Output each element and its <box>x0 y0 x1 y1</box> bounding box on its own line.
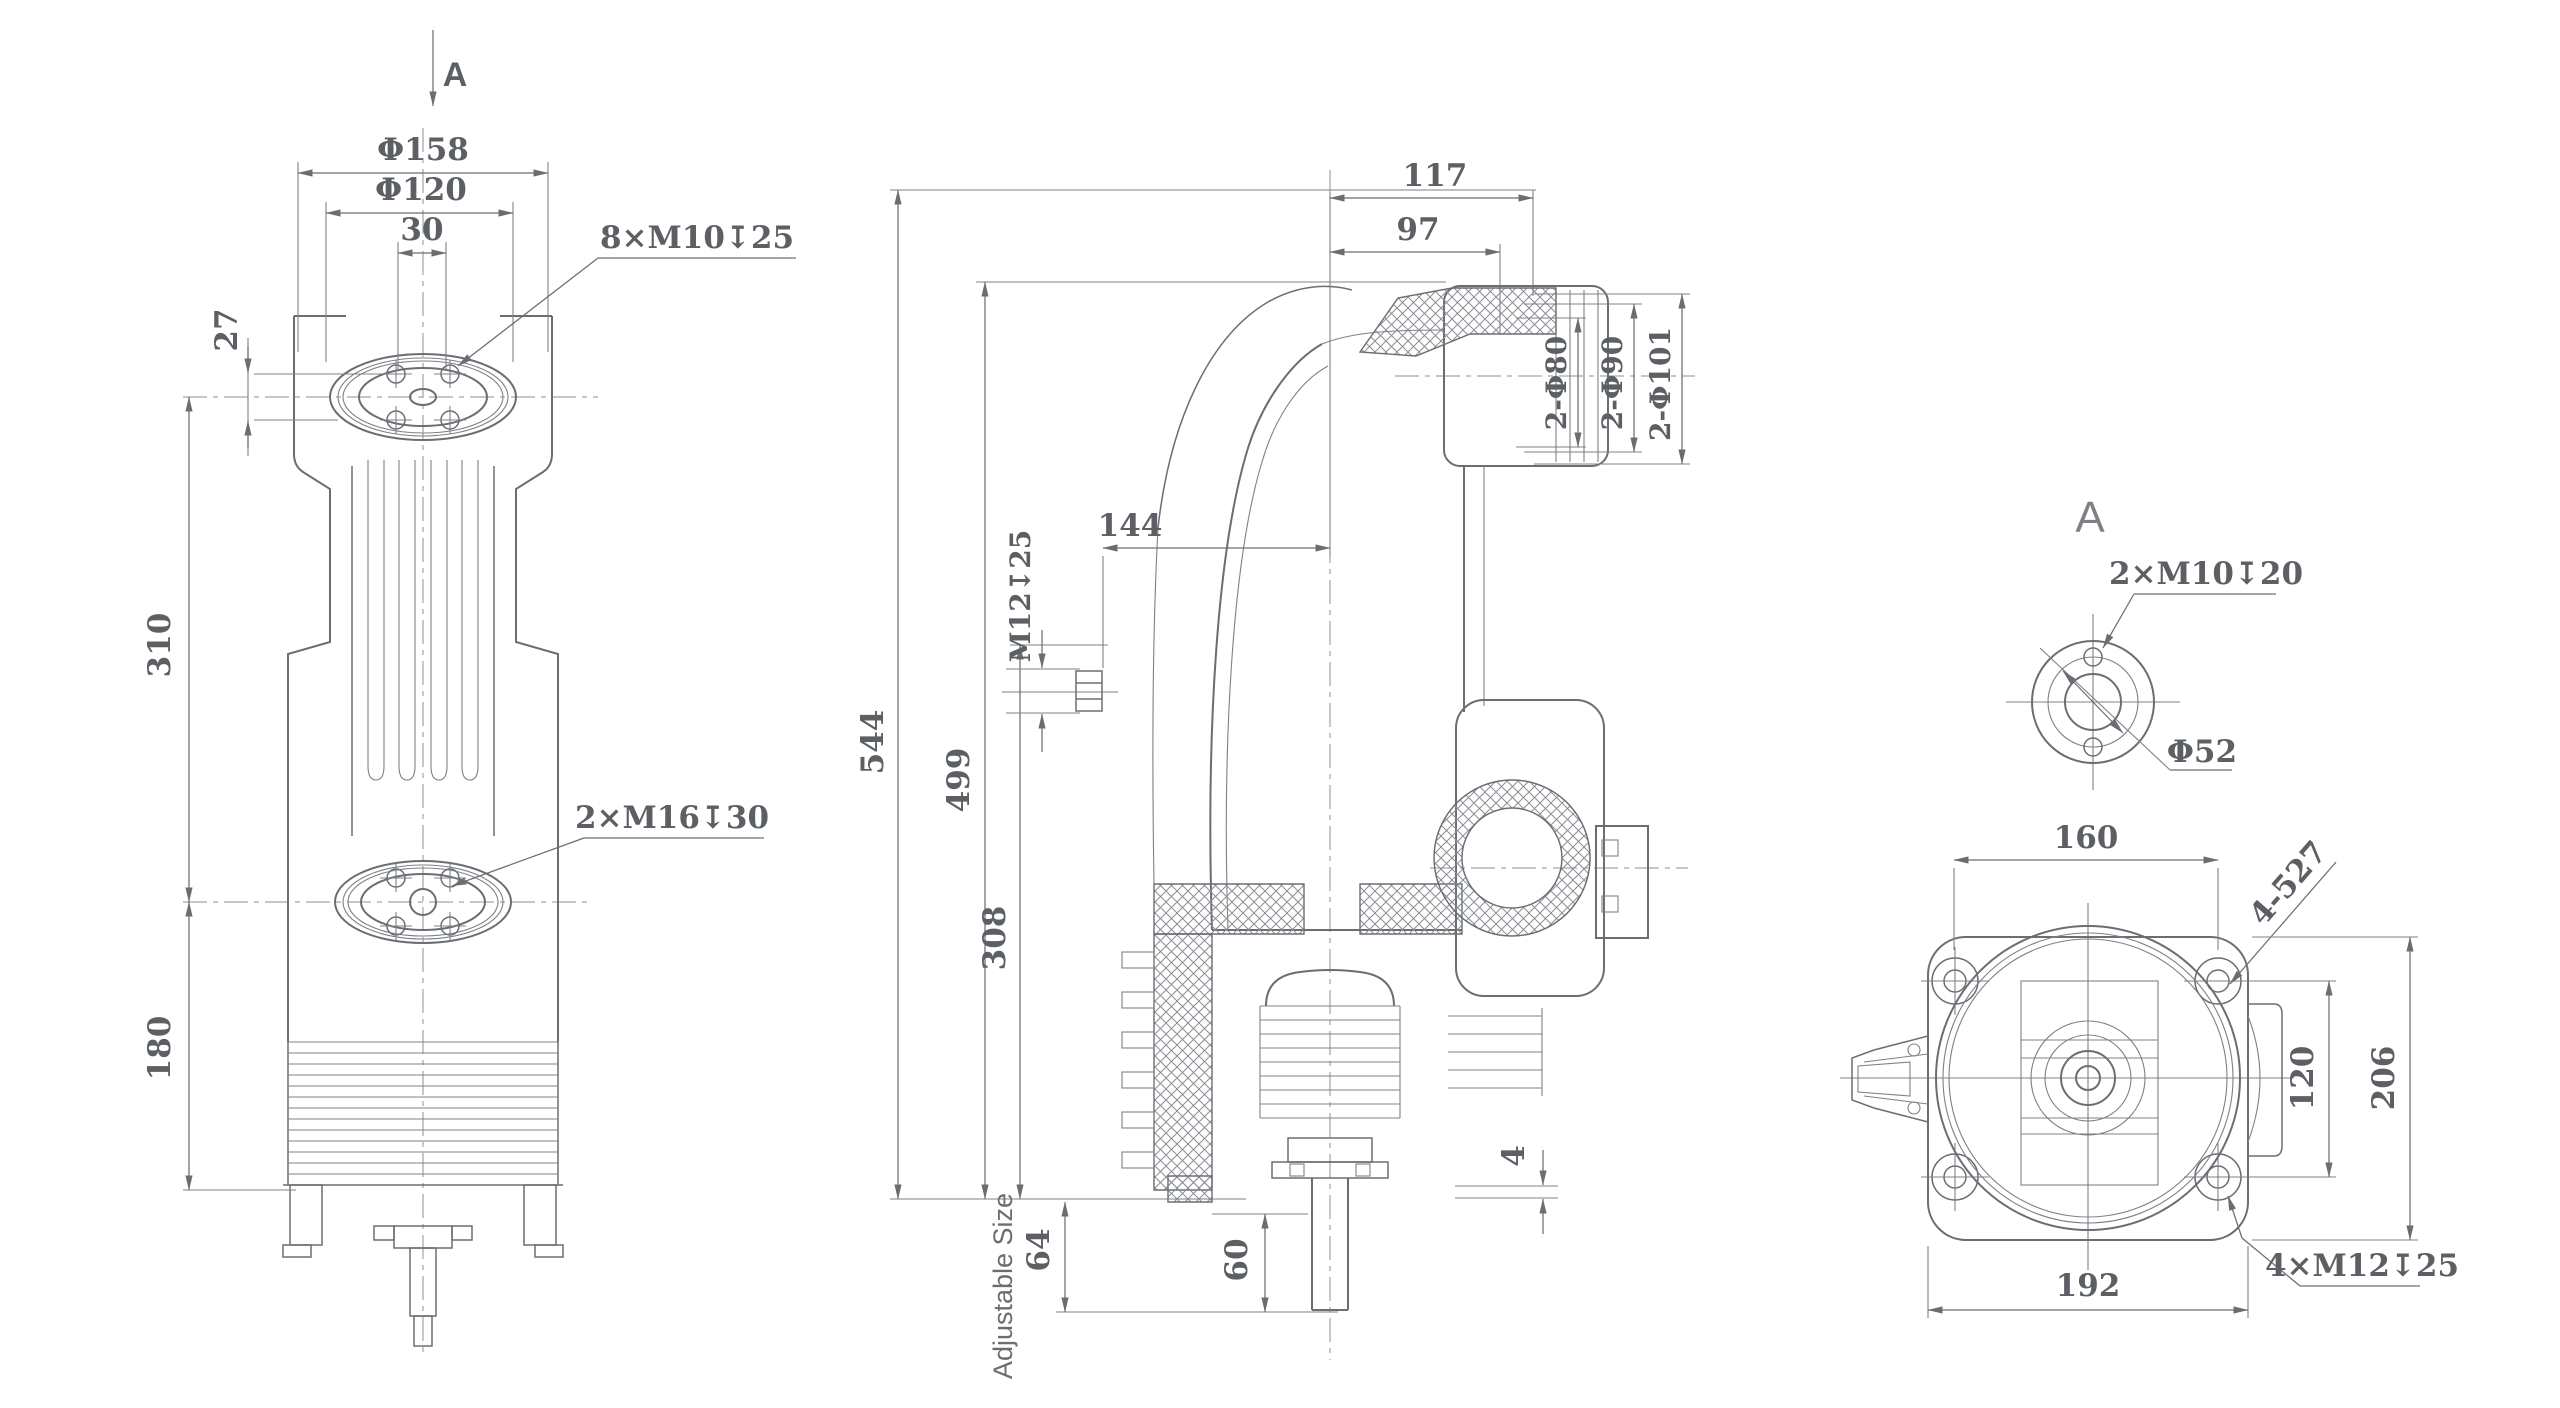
front-lower-flange-holes <box>380 864 466 940</box>
bottom-corner-holes <box>1921 947 2252 1211</box>
dim-2phi101: 2-Φ101 <box>1644 327 1677 441</box>
dim-160: 160 <box>2054 820 2119 856</box>
dim-phi52: Φ52 <box>2167 734 2237 770</box>
dim-97: 97 <box>1396 212 1439 248</box>
bottom-view: 160 4-527 120 206 192 4×M12↧25 <box>1840 820 2459 1318</box>
dim-60: 60 <box>1219 1238 1255 1281</box>
dim-180: 180 <box>142 1016 178 1081</box>
callout-corner-holes: 4-527 <box>2242 834 2334 932</box>
dim-120: 120 <box>2285 1046 2321 1111</box>
dim-phi120: Φ120 <box>375 172 467 208</box>
bottom-mounting-plate <box>1927 936 2249 1241</box>
front-fins <box>283 1041 563 1186</box>
dim-192: 192 <box>2056 1268 2121 1304</box>
callout-2xm10: 2×M10↧20 <box>2109 556 2303 592</box>
callout-8xm10: 8×M10↧25 <box>600 220 794 256</box>
section-lower-terminal <box>1433 699 1649 1096</box>
section-view: 544 499 308 117 97 144 M12↧25 2-Φ80 2-Φ9… <box>855 158 1695 1379</box>
adjustable-size-label: Adjustable Size <box>988 1193 1018 1379</box>
callout-2xm16: 2×M16↧30 <box>575 800 769 836</box>
view-a: A 2×M10↧20 Φ52 <box>2006 493 2303 790</box>
section-flange-hatch-right <box>1359 883 1463 935</box>
dim-4: 4 <box>1496 1145 1532 1167</box>
front-view: A <box>142 30 796 1352</box>
section-upper-terminal <box>1358 285 1609 467</box>
section-bell-body <box>1152 285 1485 931</box>
dim-310: 310 <box>142 613 178 678</box>
section-drive-rod <box>1311 1178 1349 1311</box>
dim-64: 64 <box>1021 1228 1057 1271</box>
dim-206: 206 <box>2366 1046 2402 1111</box>
front-bottom-bracket <box>282 1184 564 1347</box>
view-a-hole-bottom <box>2083 737 2103 757</box>
dim-27: 27 <box>209 308 245 351</box>
dim-308: 308 <box>977 906 1013 971</box>
dim-30: 30 <box>400 212 443 248</box>
dim-2phi90: 2-Φ90 <box>1596 336 1629 430</box>
dim-144: 144 <box>1098 508 1163 544</box>
front-top-flange-holes <box>380 360 466 434</box>
section-a-label: A <box>443 56 468 94</box>
view-a-label: A <box>2075 493 2105 542</box>
callout-m12: M12↧25 <box>1004 530 1037 662</box>
callout-4xm12: 4×M12↧25 <box>2265 1248 2459 1284</box>
dim-117: 117 <box>1403 158 1468 194</box>
section-hatch-collar <box>1358 287 1557 357</box>
dim-499: 499 <box>941 748 977 813</box>
dim-phi158: Φ158 <box>377 132 469 168</box>
dim-544: 544 <box>855 710 891 775</box>
dim-2phi80: 2-Φ80 <box>1540 336 1573 430</box>
front-top-flange <box>329 353 517 441</box>
front-lower-flange <box>334 860 512 944</box>
bottom-left-lug <box>1851 1035 1929 1123</box>
section-flange-hatch-left <box>1153 883 1305 935</box>
view-a-hole-top <box>2083 647 2103 667</box>
section-interrupter <box>1259 969 1401 1311</box>
section-skirt <box>1121 933 1213 1203</box>
